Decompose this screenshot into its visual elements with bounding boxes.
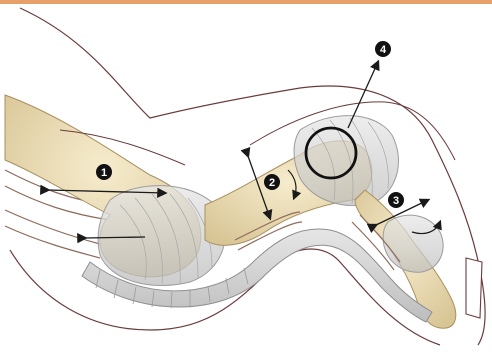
marker-2: 2 (264, 174, 280, 190)
svg-text:1: 1 (101, 167, 107, 179)
dip-joint-capsule (383, 215, 443, 272)
marker-4: 4 (375, 41, 391, 57)
nail-plate (466, 258, 482, 318)
svg-text:2: 2 (269, 177, 275, 189)
marker-3: 3 (388, 192, 404, 208)
marker-1: 1 (96, 164, 112, 180)
svg-text:4: 4 (380, 44, 387, 56)
svg-text:3: 3 (393, 195, 399, 207)
